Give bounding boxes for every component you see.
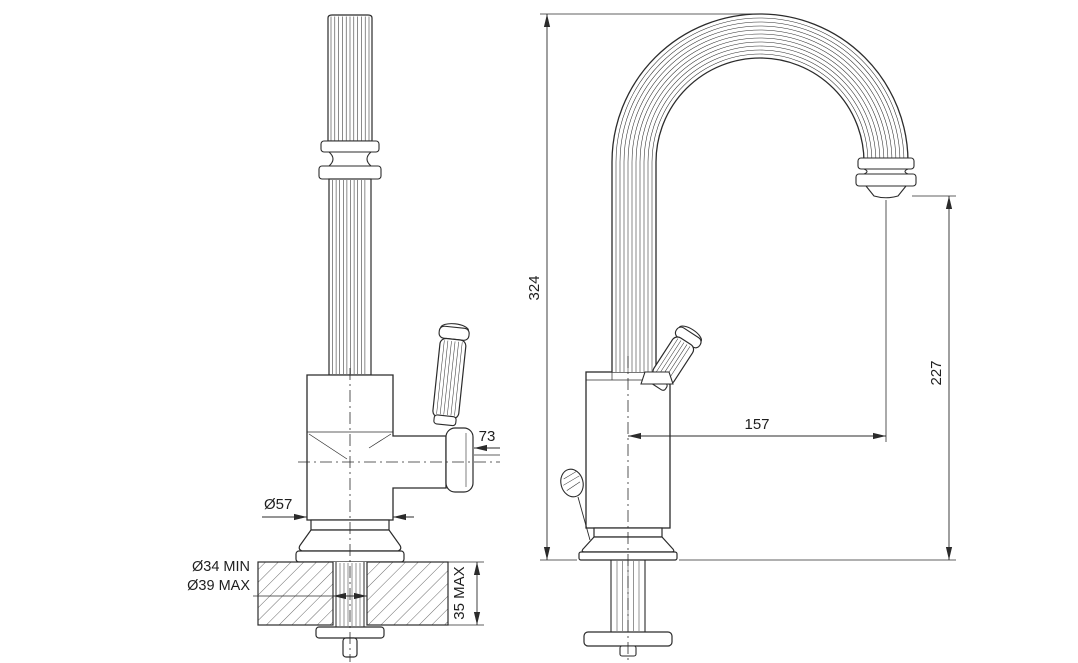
rib-line — [666, 346, 691, 382]
rib-line — [615, 17, 905, 372]
rib-line — [619, 21, 901, 372]
side-view: 324 227 157 — [526, 13, 956, 662]
rib-line — [439, 340, 449, 415]
rib-line — [443, 341, 452, 415]
side-spout-outlet — [855, 157, 917, 199]
dim-hole-max-label: Ø39 MAX — [187, 578, 250, 594]
front-handle-lever — [432, 323, 470, 427]
rib-line — [631, 33, 889, 372]
front-body — [306, 374, 447, 521]
front-view: Ø57 Ø34 MIN Ø39 MAX 35 MAX 73 — [187, 14, 500, 662]
dim-total-height-label: 324 — [526, 275, 543, 300]
rib-line — [643, 45, 877, 372]
rib-line — [639, 41, 881, 372]
dim-body-diameter: Ø57 — [262, 496, 414, 521]
dim-total-height: 324 — [526, 13, 758, 561]
counter-right-block — [366, 561, 449, 626]
rib-line — [635, 37, 885, 372]
rib-line — [436, 340, 445, 414]
counter-left-block — [257, 561, 334, 626]
rib-line — [657, 340, 682, 376]
rib-line — [454, 342, 463, 416]
side-popup-knob — [560, 468, 591, 541]
front-valve-cap — [445, 427, 474, 493]
dim-spout-reach: 157 — [628, 200, 887, 442]
rib-line — [627, 29, 893, 372]
side-handle-boss — [640, 371, 674, 385]
dim-body-diameter-label: Ø57 — [264, 496, 292, 513]
countertop-section — [257, 561, 449, 658]
front-spout-upper-column — [327, 14, 373, 142]
dim-outlet-height: 227 — [679, 195, 956, 561]
dim-handle: 73 — [474, 428, 500, 456]
rib-line — [647, 49, 873, 372]
dim-hole-min-label: Ø34 MIN — [192, 559, 250, 575]
dim-deck-thickness-label: 35 MAX — [451, 566, 468, 619]
front-spout-lower-column — [328, 178, 372, 376]
dim-mounting-hole: Ø34 MIN Ø39 MAX — [187, 559, 367, 600]
dim-outlet-height-label: 227 — [928, 360, 945, 385]
rib-line — [623, 25, 897, 372]
rib-line — [654, 338, 679, 374]
dim-deck-thickness: 35 MAX — [448, 561, 484, 626]
rib-line — [651, 53, 869, 372]
dim-spout-reach-label: 157 — [744, 416, 769, 433]
rib-line — [450, 341, 459, 416]
side-gooseneck-spout — [611, 13, 909, 380]
front-spout-collar — [318, 140, 382, 180]
dim-handle-label: 73 — [479, 428, 496, 445]
side-shank — [583, 560, 673, 657]
front-base — [295, 519, 405, 563]
rib-line — [447, 341, 456, 416]
